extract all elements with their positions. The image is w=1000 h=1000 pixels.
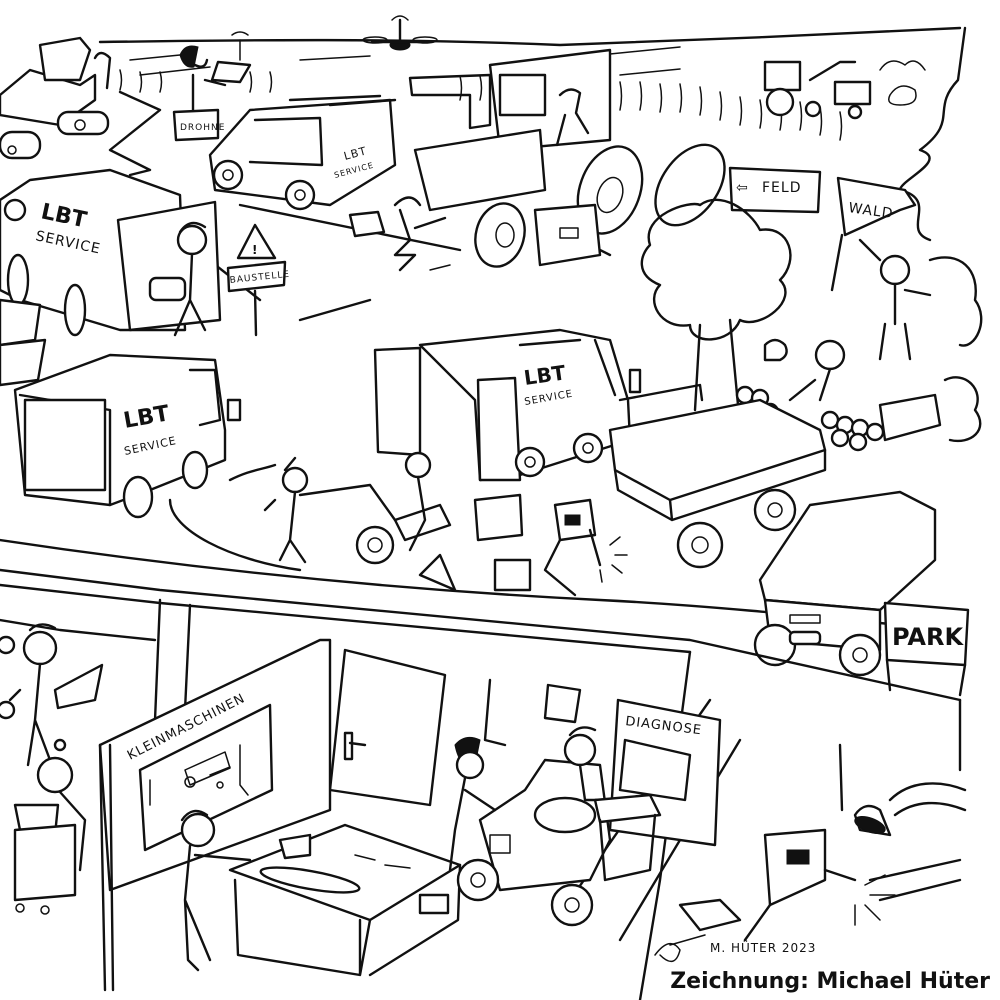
forest-sign-text: WALD [847,200,894,222]
field-sign: ⇦ FELD [728,166,822,214]
welder-person [473,493,628,597]
workshop-door [328,648,447,807]
forest-sign: WALD [830,176,917,292]
mechanic-at-workbench [180,809,252,972]
utility-vehicle [753,490,937,677]
ride-on-mower [456,758,612,927]
construction-sign: ! BAUSTELLE [226,223,291,337]
service-van-3: LBT SERVICE [13,353,242,519]
waving-person [858,238,932,361]
drone-sign: DROHNE [172,108,225,142]
forest-bushes [928,256,983,443]
trailer [608,383,827,569]
van-4-brand: LBT [522,360,567,390]
diagnosis-technician [563,726,632,802]
tree [640,198,792,412]
drone-sign-text: DROHNE [180,123,225,133]
field-tractor [763,60,872,120]
workbench [228,823,462,977]
excavator [0,36,112,160]
park-sign-text: PARK [892,623,964,651]
artist-signature: M. HÜTER 2023 [654,934,816,963]
small-machines-board: KLEINMASCHINEN [98,638,332,992]
person-with-laptop-left [0,623,104,767]
tractor-under-repair [408,48,726,268]
diagnosis-station: DIAGNOSE [593,698,722,882]
van-1-brand: LBT [342,144,368,163]
workshop-building [0,568,962,1000]
cloud-icon [879,60,926,106]
woodcutter-with-logs [735,338,942,452]
service-van-4: LBT SERVICE [373,328,642,482]
mechanic-with-laptop [348,196,451,272]
field-arrow-icon: ⇦ [736,180,749,196]
wall-notes [483,678,582,747]
walk-behind-tractor [263,451,457,592]
welding-booth [678,782,967,942]
image-caption: Zeichnung: Michael Hüter [670,969,990,994]
computer-terminal [0,298,47,387]
mechanic-pushing-mower [448,736,497,872]
warning-icon: ! [252,243,257,257]
person-at-laptop-cart [13,738,87,915]
park-sign: PARK [883,601,970,697]
drone-operator-person [179,31,252,112]
drone-icon [362,15,438,51]
signature-text: M. HÜTER 2023 [710,939,816,955]
service-van-1: LBT SERVICE [208,98,397,211]
field-sign-text: FELD [762,180,801,196]
worker-carrying-part [148,221,208,337]
